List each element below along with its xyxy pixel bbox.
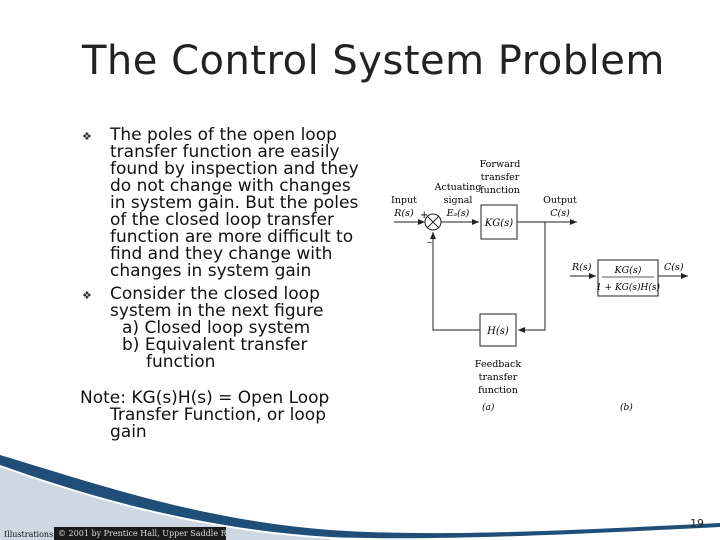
bullet-1-line: of the closed loop transfer bbox=[110, 210, 334, 230]
footer-illustrations: Illustrations bbox=[4, 530, 54, 539]
bullet-marker-icon: ❖ bbox=[82, 130, 92, 143]
bullet-1-line: in system gain. But the poles bbox=[110, 193, 359, 213]
note-line: gain bbox=[110, 422, 147, 442]
plus-sign: + bbox=[420, 210, 428, 221]
equiv-output-label: C(s) bbox=[664, 262, 684, 273]
equiv-numerator: KG(s) bbox=[614, 265, 642, 276]
feedback-block bbox=[479, 313, 517, 347]
bullet-1-line: changes in system gain bbox=[110, 261, 312, 281]
note-line: Note: KG(s)H(s) = Open Loop bbox=[80, 388, 330, 408]
feedback-path bbox=[518, 222, 546, 333]
bullet-2-subitem: b) Equivalent transfer bbox=[122, 335, 308, 355]
bullet-2: ❖ Consider the closed loop system in the… bbox=[82, 284, 324, 372]
note-line: Transfer Function, or loop bbox=[110, 405, 326, 425]
output-label: C(s) bbox=[550, 208, 570, 219]
block-diagram: Forward transfer function Actuating sign… bbox=[391, 159, 688, 413]
footer-copyright: © 2001 by Prentice Hall, Upper Saddle Ri… bbox=[54, 527, 226, 540]
equiv-input-label: R(s) bbox=[571, 262, 592, 273]
caption-b: (b) bbox=[620, 402, 633, 413]
input-label: R(s) bbox=[393, 208, 414, 219]
bullet-2-line: system in the next figure bbox=[110, 301, 324, 321]
bullet-1-line: found by inspection and they bbox=[110, 159, 359, 179]
forward-block-label: KG(s) bbox=[484, 218, 513, 229]
accent-band bbox=[0, 455, 720, 540]
summing-junction-icon bbox=[424, 213, 442, 231]
caption-a: (a) bbox=[482, 402, 495, 413]
actuating-symbol: Eₐ(s) bbox=[446, 208, 470, 219]
bullet-1-line: function are more difficult to bbox=[110, 227, 354, 247]
forward-label: Forward bbox=[480, 159, 521, 170]
note: Note: KG(s)H(s) = Open Loop Transfer Fun… bbox=[80, 390, 329, 441]
bullet-marker-icon: ❖ bbox=[82, 289, 92, 302]
actuating-label: Actuating bbox=[434, 182, 482, 193]
bullet-1-line: do not change with changes bbox=[110, 176, 351, 196]
bullet-2-subitem: function bbox=[146, 352, 216, 372]
feedback-return bbox=[430, 232, 480, 331]
bullet-1-line: The poles of the open loop bbox=[110, 125, 337, 145]
equiv-denominator: 1 + KG(s)H(s) bbox=[596, 282, 661, 293]
forward-label: transfer bbox=[481, 172, 520, 183]
bullet-1: ❖ The poles of the open loop transfer fu… bbox=[82, 125, 359, 281]
actuating-label: signal bbox=[444, 195, 473, 206]
bullet-2-subitem: a) Closed loop system bbox=[122, 318, 311, 338]
page-number: 19 bbox=[690, 517, 704, 530]
bullet-1-line: transfer function are easily bbox=[110, 142, 340, 162]
slide-title: The Control System Problem bbox=[82, 38, 665, 84]
output-label: Output bbox=[543, 195, 577, 206]
forward-label: function bbox=[480, 185, 520, 196]
feedback-block-label: H(s) bbox=[486, 326, 509, 337]
feedback-label: function bbox=[478, 385, 518, 396]
input-label: Input bbox=[391, 195, 417, 206]
feedback-label: transfer bbox=[479, 372, 518, 383]
bullet-1-line: find and they change with bbox=[110, 244, 333, 264]
minus-sign: – bbox=[427, 237, 432, 248]
equiv-block bbox=[597, 259, 659, 297]
bullet-2-line: Consider the closed loop bbox=[110, 284, 320, 304]
feedback-label: Feedback bbox=[475, 359, 521, 370]
